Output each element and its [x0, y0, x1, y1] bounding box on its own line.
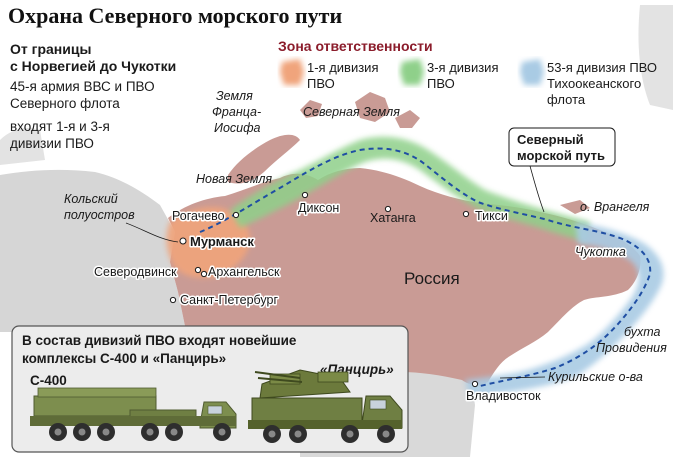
label-kola-line1: Кольский [64, 192, 118, 206]
nsr-callout-box [508, 127, 616, 167]
pantsir-vehicle-illustration [248, 369, 403, 443]
nsr-label-line2: морской путь [517, 148, 605, 163]
intro-heading-line2: с Норвегией до Чукотки [10, 58, 176, 74]
label-franz-josef-line2: Франца- [212, 105, 261, 119]
label-novaya-zemlya: Новая Земля [196, 172, 272, 186]
page-title: Охрана Северного морского пути [8, 3, 342, 28]
label-kola-line2: полуостров [64, 208, 135, 222]
zone-1st-division [166, 207, 251, 278]
legend-item-1-line1: 1-я дивизия [307, 60, 379, 75]
label-severnaya-zemlya: Северная Земля [303, 105, 400, 119]
legend-item-1-line2: ПВО [307, 76, 335, 91]
label-severodvinsk: Северодвинск [94, 265, 177, 279]
arctic-islands [228, 92, 590, 214]
zone-3rd-division [230, 136, 590, 242]
kola-leader-line [125, 222, 179, 243]
label-arkhangelsk: Архангельск [208, 265, 280, 279]
place-labels: Земля Франца- Иосифа Северная Земля Нова… [64, 89, 667, 405]
intro-block: От границы с Норвегией до Чукотки 45-я а… [10, 41, 176, 151]
intro-heading-line1: От границы [10, 41, 91, 57]
nsr-label-line1: Северный [517, 132, 584, 147]
legend-swatch-53rd [520, 59, 544, 85]
intro-text-line1: 45-я армия ВВС и ПВО [10, 79, 155, 94]
label-rogachevo: Рогачево [172, 209, 225, 223]
s400-label: С-400 [30, 373, 67, 388]
nsr-leader-line [529, 165, 545, 213]
vladivostok-dot [471, 380, 479, 388]
nsr-callout: Северный морской путь [508, 127, 616, 213]
dikson-dot [301, 191, 309, 199]
legend-item-3-line1: 53-я дивизия ПВО [547, 60, 657, 75]
weapons-box: В состав дивизий ПВО входят новейшие ком… [11, 325, 409, 453]
northern-sea-route [199, 147, 652, 387]
intro-text-line3: входят 1-я и 3-я [10, 119, 110, 134]
weapons-box-line1: В состав дивизий ПВО входят новейшие [22, 333, 297, 348]
arkhangelsk-dot [200, 270, 208, 278]
legend: Зона ответственности 1-я дивизия ПВО 3-я… [278, 38, 657, 107]
label-wrangel: о. Врангеля [580, 200, 650, 214]
legend-item-3-line2: Тихоокеанского [547, 76, 641, 91]
legend-swatch-3rd [400, 59, 424, 85]
intro-text-line4: дивизии ПВО [10, 136, 94, 151]
label-franz-josef-line3: Иосифа [214, 121, 261, 135]
label-provideniya-line1: бухта [624, 325, 661, 339]
label-franz-josef-line1: Земля [216, 89, 253, 103]
label-khatanga: Хатанга [370, 211, 416, 225]
intro-text-line2: Северного флота [10, 96, 120, 111]
weapons-box-line2: комплексы С-400 и «Панцирь» [22, 351, 226, 366]
legend-item-2-line1: 3-я дивизия [427, 60, 499, 75]
severodvinsk-dot [194, 266, 202, 274]
tiksi-dot [462, 210, 470, 218]
label-saint-petersburg: Санкт-Петербург [180, 293, 278, 307]
kuril-leader-line [499, 376, 546, 379]
legend-swatch-1st [280, 59, 304, 85]
label-tiksi: Тикси [475, 209, 508, 223]
murmansk-dot [179, 237, 187, 245]
s400-vehicle-illustration [30, 387, 237, 441]
label-kuril-islands: Курильские о-ва [548, 370, 643, 384]
label-russia: Россия [404, 269, 460, 288]
legend-item-2-line2: ПВО [427, 76, 455, 91]
legend-item-3-line3: флота [547, 92, 586, 107]
label-dikson: Диксон [298, 201, 339, 215]
label-vladivostok: Владивосток [466, 389, 541, 403]
label-chukotka: Чукотка [575, 245, 626, 259]
rogachevo-dot [232, 211, 240, 219]
khatanga-dot [384, 205, 392, 213]
label-provideniya-line2: Провидения [596, 341, 667, 355]
label-murmansk: Мурманск [190, 234, 254, 249]
legend-title: Зона ответственности [278, 38, 433, 54]
zone-53rd-division [465, 222, 664, 398]
spb-dot [169, 296, 177, 304]
